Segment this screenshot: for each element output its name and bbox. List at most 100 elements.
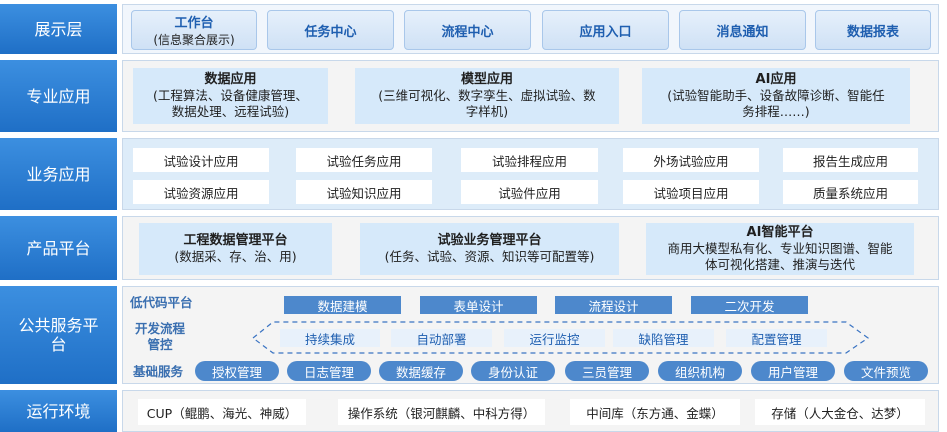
ai-application-card: AI应用 (试验智能助手、设备故障诊断、智能任 务排程……) [642, 68, 910, 124]
devops-run-monitoring[interactable]: 运行监控 [504, 329, 605, 347]
app-test-scheduling[interactable]: 试验排程应用 [461, 148, 598, 172]
devops-config-management-label: 配置管理 [751, 331, 802, 347]
app-test-knowledge-label: 试验知识应用 [326, 185, 402, 201]
app-test-project[interactable]: 试验项目应用 [623, 180, 759, 204]
app-quality-system[interactable]: 质量系统应用 [783, 180, 918, 204]
base-organization[interactable]: 组织机构 [658, 361, 742, 381]
test-business-platform-desc: (任务、试验、资源、知识等可配置等) [384, 249, 595, 264]
app-field-test[interactable]: 外场试验应用 [623, 148, 759, 172]
devops-config-management[interactable]: 配置管理 [726, 329, 827, 347]
devops-auto-deploy[interactable]: 自动部署 [391, 329, 492, 347]
devops-run-monitoring-label: 运行监控 [529, 331, 580, 347]
model-application-card: 模型应用 (三维可视化、数字孪生、虚拟试验、数 字样机) [355, 68, 619, 124]
public-service-layer-label: 公共服务平 台 [0, 286, 117, 384]
app-test-design-label: 试验设计应用 [163, 153, 239, 169]
product-panel: 工程数据管理平台 (数据采、存、治、用) 试验业务管理平台 (任务、试验、资源、… [122, 216, 939, 280]
app-report-generation-label: 报告生成应用 [812, 153, 888, 169]
app-test-project-label: 试验项目应用 [653, 185, 729, 201]
nav-notifications-label: 消息通知 [716, 24, 769, 40]
base-data-cache-label: 数据缓存 [395, 364, 446, 380]
app-report-generation[interactable]: 报告生成应用 [783, 148, 918, 172]
nav-notifications[interactable]: 消息通知 [679, 10, 806, 50]
model-application-desc-2: 字样机) [465, 104, 509, 119]
base-three-admin[interactable]: 三员管理 [565, 361, 649, 381]
devops-label: 开发流程 管控 [135, 321, 185, 353]
nav-workbench[interactable]: 工作台 (信息聚合展示) [131, 10, 257, 50]
nav-app-entry[interactable]: 应用入口 [542, 10, 669, 50]
professional-layer: 专业应用 数据应用 (工程算法、设备健康管理、 数据处理、远程试验) 模型应用 … [0, 60, 947, 132]
lowcode-secondary-dev-label: 二次开发 [724, 298, 775, 314]
app-test-task[interactable]: 试验任务应用 [296, 148, 432, 172]
runtime-layer-label: 运行环境 [0, 390, 117, 432]
app-test-design[interactable]: 试验设计应用 [133, 148, 269, 172]
presentation-panel: 工作台 (信息聚合展示) 任务中心 流程中心 应用入口 消息通知 数据报表 [122, 4, 939, 54]
app-quality-system-label: 质量系统应用 [812, 185, 888, 201]
app-test-scheduling-label: 试验排程应用 [491, 153, 567, 169]
lowcode-secondary-dev[interactable]: 二次开发 [691, 296, 808, 314]
lowcode-process-design-label: 流程设计 [588, 298, 639, 314]
product-layer: 产品平台 工程数据管理平台 (数据采、存、治、用) 试验业务管理平台 (任务、试… [0, 216, 947, 280]
base-user-management[interactable]: 用户管理 [751, 361, 835, 381]
model-application-title: 模型应用 [460, 72, 513, 87]
runtime-os: 操作系统（银河麒麟、中科方得） [338, 399, 545, 425]
app-field-test-label: 外场试验应用 [653, 153, 729, 169]
app-test-piece[interactable]: 试验件应用 [461, 180, 598, 204]
runtime-panel: CUP（鲲鹏、海光、神威） 操作系统（银河麒麟、中科方得） 中间库（东方通、金蝶… [122, 390, 939, 432]
app-test-piece-label: 试验件应用 [498, 185, 561, 201]
runtime-os-label: 操作系统（银河麒麟、中科方得） [347, 405, 536, 421]
base-authorization[interactable]: 授权管理 [195, 361, 279, 381]
business-layer: 业务应用 试验设计应用 试验任务应用 试验排程应用 外场试验应用 报告生成应用 … [0, 138, 947, 210]
lowcode-form-design[interactable]: 表单设计 [420, 296, 537, 314]
public-service-label-line1: 公共服务平 [18, 316, 99, 335]
devops-defect-management-label: 缺陷管理 [638, 331, 689, 347]
base-three-admin-label: 三员管理 [581, 364, 632, 380]
runtime-middleware: 中间库（东方通、金蝶） [570, 399, 740, 425]
data-application-card: 数据应用 (工程算法、设备健康管理、 数据处理、远程试验) [133, 68, 328, 124]
test-business-platform-title: 试验业务管理平台 [437, 233, 542, 248]
devops-continuous-integration-label: 持续集成 [304, 331, 355, 347]
base-log-management-label: 日志管理 [303, 364, 354, 380]
test-business-platform: 试验业务管理平台 (任务、试验、资源、知识等可配置等) [360, 223, 619, 275]
lowcode-process-design[interactable]: 流程设计 [555, 296, 672, 314]
public-service-layer: 公共服务平 台 低代码平台 数据建模 表单设计 流程设计 二次开发 开发流程 管… [0, 286, 947, 384]
public-service-panel: 低代码平台 数据建模 表单设计 流程设计 二次开发 开发流程 管控 持续集成 自… [122, 286, 939, 384]
runtime-storage-label: 存储（人大金仓、达梦） [771, 405, 909, 421]
devops-auto-deploy-label: 自动部署 [416, 331, 467, 347]
engineering-data-platform-desc: (数据采、存、治、用) [174, 249, 297, 264]
devops-defect-management[interactable]: 缺陷管理 [613, 329, 714, 347]
base-organization-label: 组织机构 [674, 364, 725, 380]
ai-platform-title: AI智能平台 [746, 225, 814, 240]
data-application-desc-1: (工程算法、设备健康管理、 [153, 88, 308, 103]
base-file-preview[interactable]: 文件预览 [844, 361, 928, 381]
ai-platform: AI智能平台 商用大模型私有化、专业知识图谱、智能 体可视化搭建、推演与迭代 [646, 223, 914, 275]
engineering-data-platform-title: 工程数据管理平台 [183, 233, 288, 248]
ai-platform-desc-1: 商用大模型私有化、专业知识图谱、智能 [667, 241, 893, 256]
ai-application-title: AI应用 [755, 72, 797, 87]
base-identity-auth[interactable]: 身份认证 [471, 361, 555, 381]
base-user-management-label: 用户管理 [767, 364, 818, 380]
app-test-resource[interactable]: 试验资源应用 [133, 180, 269, 204]
runtime-cpu: CUP（鲲鹏、海光、神威） [138, 399, 306, 425]
base-log-management[interactable]: 日志管理 [287, 361, 371, 381]
nav-process-center-label: 流程中心 [441, 24, 494, 40]
runtime-middleware-label: 中间库（东方通、金蝶） [586, 405, 724, 421]
nav-process-center[interactable]: 流程中心 [404, 10, 531, 50]
base-data-cache[interactable]: 数据缓存 [379, 361, 463, 381]
app-test-knowledge[interactable]: 试验知识应用 [296, 180, 432, 204]
nav-task-center[interactable]: 任务中心 [267, 10, 394, 50]
nav-data-reports[interactable]: 数据报表 [815, 10, 931, 50]
lowcode-data-modeling[interactable]: 数据建模 [284, 296, 401, 314]
nav-task-center-label: 任务中心 [304, 24, 357, 40]
ai-application-desc-2: 务排程……) [742, 104, 810, 119]
presentation-layer-label: 展示层 [0, 4, 117, 54]
ai-platform-desc-2: 体可视化搭建、推演与迭代 [704, 257, 855, 272]
presentation-layer: 展示层 工作台 (信息聚合展示) 任务中心 流程中心 应用入口 消息通知 数据报… [0, 4, 947, 54]
nav-workbench-sub: (信息聚合展示) [153, 33, 235, 47]
business-panel: 试验设计应用 试验任务应用 试验排程应用 外场试验应用 报告生成应用 试验资源应… [122, 138, 939, 210]
app-test-resource-label: 试验资源应用 [163, 185, 239, 201]
data-application-desc-2: 数据处理、远程试验) [171, 104, 290, 119]
professional-layer-label: 专业应用 [0, 60, 117, 132]
engineering-data-platform: 工程数据管理平台 (数据采、存、治、用) [139, 223, 332, 275]
lowcode-form-design-label: 表单设计 [453, 298, 504, 314]
devops-continuous-integration[interactable]: 持续集成 [280, 329, 380, 347]
